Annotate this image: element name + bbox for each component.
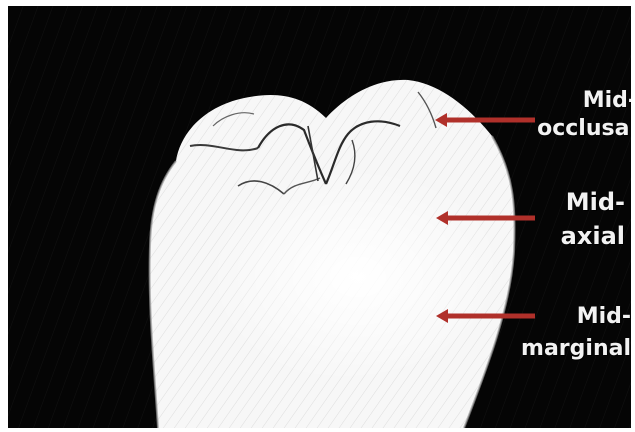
label-mid-occlusal: Mid- occlusal (537, 90, 631, 140)
label-mid-marginal-line2: marginal (521, 338, 631, 360)
label-mid-marginal-line1: Mid- (521, 306, 631, 328)
label-mid-axial: Mid- axial (561, 190, 625, 248)
label-mid-occlusal-line2: occlusal (537, 118, 631, 140)
label-mid-axial-line2: axial (561, 224, 625, 248)
diagram-frame: Mid- occlusal Mid- axial Mid- marginal (8, 6, 631, 428)
label-mid-axial-line1: Mid- (561, 190, 625, 214)
tooth-diagram (8, 6, 631, 428)
label-mid-occlusal-line1: Mid- (537, 90, 631, 112)
label-mid-marginal: Mid- marginal (521, 306, 631, 360)
tooth-illustration (150, 80, 515, 428)
